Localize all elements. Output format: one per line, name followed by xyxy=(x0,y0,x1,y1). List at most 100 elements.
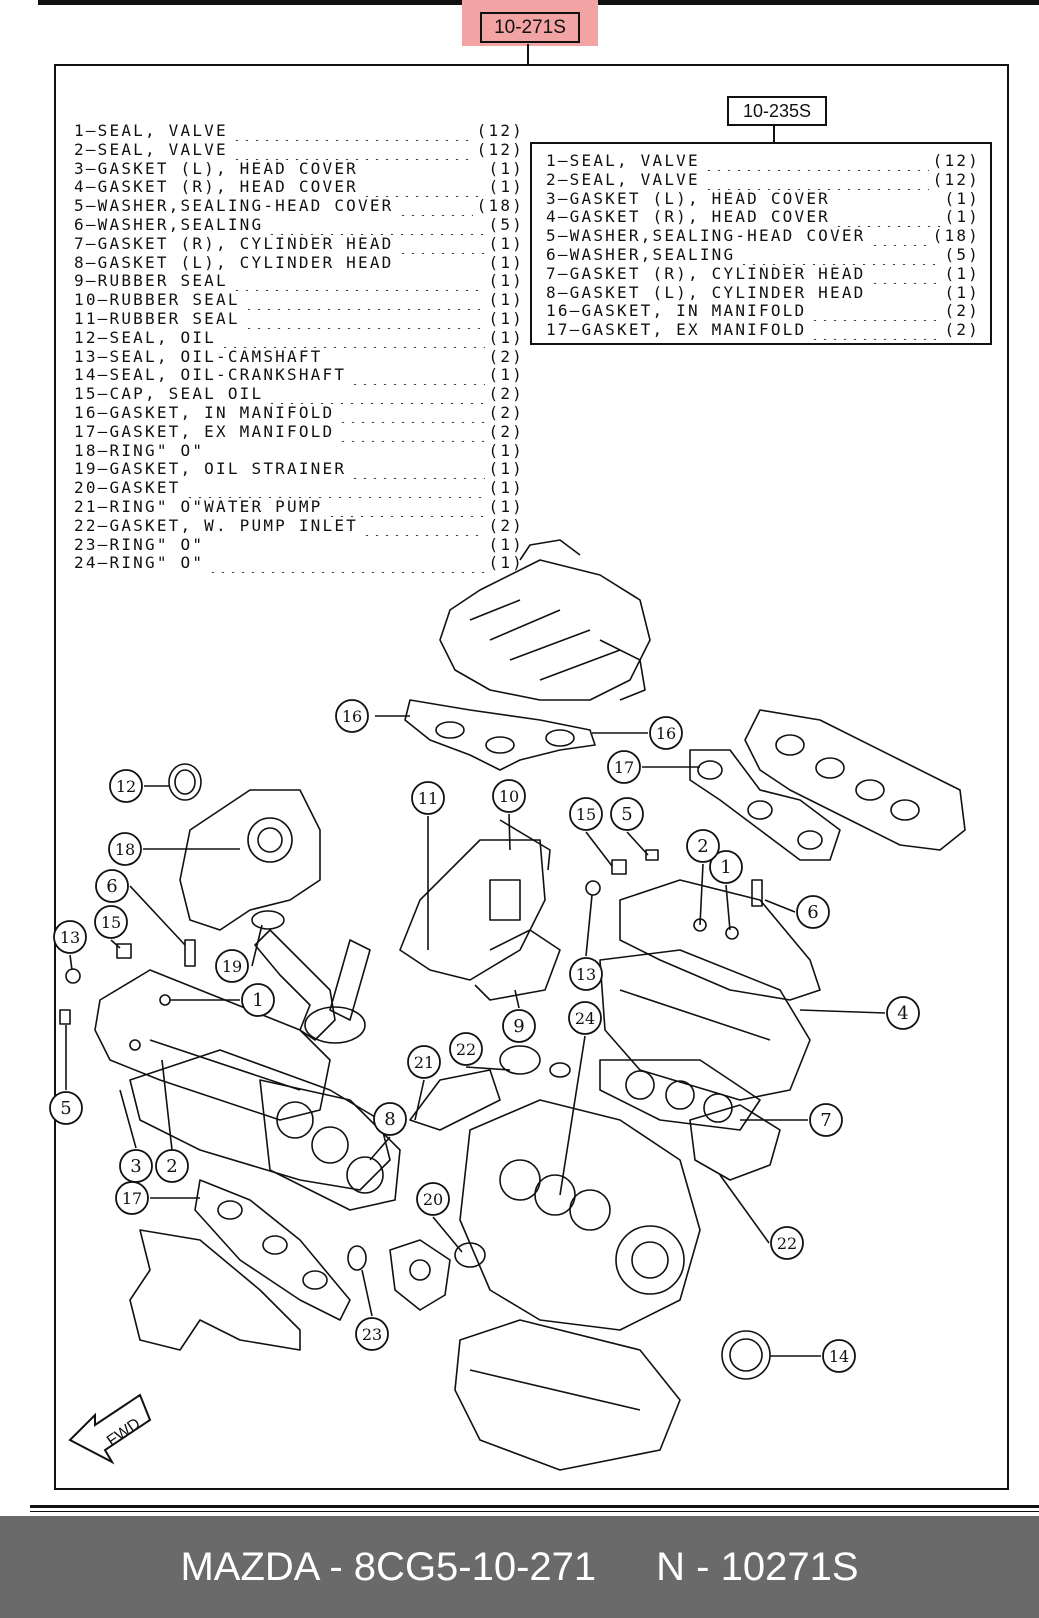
callout-number: 12 xyxy=(116,777,136,796)
callout-circle xyxy=(492,779,526,813)
part-leader-dots xyxy=(350,366,485,386)
exhaust-manifold-right xyxy=(744,709,966,851)
callout-number: 15 xyxy=(101,913,121,932)
part-row: 20—GASKET(1) xyxy=(74,478,524,498)
callout-number: 6 xyxy=(807,902,818,923)
part-label: 21—RING" O"WATER PUMP xyxy=(74,496,323,516)
callout-circle xyxy=(407,1045,441,1079)
subkit-item-leader-dots xyxy=(739,245,941,265)
subkit-item-label: 5—WASHER,SEALING-HEAD COVER xyxy=(546,226,866,246)
part-label: 13—SEAL, OIL-CAMSHAFT xyxy=(74,346,323,366)
callout-22: 22 xyxy=(449,1032,483,1066)
subkit-item-label: 6—WASHER,SEALING xyxy=(546,244,736,264)
part-row: 3—GASKET (L), HEAD COVER (1) xyxy=(74,158,524,179)
part-row: 2—SEAL, VALVE(12) xyxy=(74,139,524,160)
callout-number: 17 xyxy=(122,1189,142,1208)
part-leader-dots xyxy=(208,554,485,574)
part-row: 12—SEAL, OIL (1) xyxy=(74,327,524,348)
callout-24: 24 xyxy=(568,1001,602,1035)
subkit-item-label: 1—SEAL, VALVE xyxy=(546,151,700,170)
callout-9: 9 xyxy=(502,1009,536,1043)
part-row: 10—RUBBER SEAL(1) xyxy=(74,290,524,310)
part-row: 9—RUBBER SEAL(1) xyxy=(74,272,524,292)
part-label: 11—RUBBER SEAL xyxy=(74,308,240,328)
part-leader-dots xyxy=(231,272,485,292)
callout-circle xyxy=(94,905,128,939)
subkit-item-qty: (1) xyxy=(944,207,980,227)
callout-circle xyxy=(115,1181,149,1215)
cylinder-head-right xyxy=(599,949,811,1101)
part-row: 22—GASKET, W. PUMP INLET(2) xyxy=(74,516,524,536)
part-label: 12—SEAL, OIL xyxy=(74,327,216,347)
leader-15-left xyxy=(110,939,121,949)
callout-number: 5 xyxy=(60,1098,71,1119)
part-qty: (1) xyxy=(488,158,524,178)
callout-circle xyxy=(568,1001,602,1035)
subkit-item-row: 5—WASHER,SEALING-HEAD COVER (18) xyxy=(546,226,980,246)
camshaft-seal-right xyxy=(585,880,601,896)
leader-4 xyxy=(799,1009,886,1014)
bottom-rule-thin xyxy=(30,1511,1039,1512)
callout-number: 3 xyxy=(130,1156,141,1177)
part-leader-dots xyxy=(231,140,473,160)
seal-cap-right xyxy=(611,859,627,875)
part-leader-dots xyxy=(208,441,485,461)
subkit-item-leader-dots xyxy=(834,189,941,209)
part-qty: (1) xyxy=(488,233,524,253)
callout-10: 10 xyxy=(492,779,526,813)
part-qty: (1) xyxy=(488,327,524,347)
part-leader-dots xyxy=(338,422,485,442)
callout-number: 6 xyxy=(106,876,117,897)
callout-number: 1 xyxy=(252,990,263,1011)
leader-2-right xyxy=(699,863,704,926)
part-qty: (1) xyxy=(488,177,524,197)
exhaust-manifold-left xyxy=(129,1229,301,1351)
part-row: 5—WASHER,SEALING-HEAD COVER(18) xyxy=(74,196,524,216)
subkit-item-label: 7—GASKET (R), CYLINDER HEAD xyxy=(546,263,866,283)
part-label: 15—CAP, SEAL OIL xyxy=(74,384,264,404)
part-number-stem xyxy=(527,44,529,64)
sealing-washer-5 xyxy=(645,849,659,861)
oil-strainer xyxy=(254,929,371,1044)
exhaust-gasket-left xyxy=(194,1179,351,1321)
fwd-label: FWD xyxy=(104,1415,144,1450)
callout-number: 22 xyxy=(456,1040,476,1059)
callout-circle xyxy=(709,850,743,884)
callout-number: 16 xyxy=(342,707,362,726)
subkit-item-row: 17—GASKET, EX MANIFOLD(2) xyxy=(546,320,980,340)
callout-17: 17 xyxy=(607,750,641,784)
subkit-item-row: 1—SEAL, VALVE(12) xyxy=(546,151,980,171)
bottom-rule xyxy=(30,1505,1039,1508)
callout-circle xyxy=(770,1226,804,1260)
part-leader-dots xyxy=(362,159,485,179)
callout-number: 13 xyxy=(576,965,596,984)
part-leader-dots xyxy=(326,497,485,517)
forward-arrow: FWD xyxy=(68,1393,152,1465)
subkit-item-leader-dots xyxy=(703,170,929,190)
subkit-item-qty: (18) xyxy=(932,226,980,246)
subkit-part-number: 10-235S xyxy=(727,96,827,126)
leader-6-left xyxy=(129,885,186,946)
callout-18: 18 xyxy=(108,832,142,866)
leader-20 xyxy=(432,1216,463,1253)
callout-3: 3 xyxy=(119,1149,153,1183)
part-qty: (2) xyxy=(488,402,524,422)
part-row: 24—RING" O"(1) xyxy=(74,554,524,574)
part-row: 7—GASKET (R), CYLINDER HEAD(1) xyxy=(74,233,524,254)
callout-13: 13 xyxy=(569,957,603,991)
callout-number: 24 xyxy=(575,1009,595,1028)
part-label: 3—GASKET (L), HEAD COVER xyxy=(74,158,358,178)
callout-circle xyxy=(155,1149,189,1183)
callout-circle xyxy=(411,781,445,815)
callout-number: 22 xyxy=(777,1234,797,1253)
part-leader-dots xyxy=(243,291,485,310)
part-label: 19—GASKET, OIL STRAINER xyxy=(74,459,347,479)
subkit-item-label: 2—SEAL, VALVE xyxy=(546,169,700,189)
oil-pump-cover xyxy=(179,789,321,931)
part-label: 20—GASKET xyxy=(74,478,181,498)
callout-circle xyxy=(569,957,603,991)
callout-number: 13 xyxy=(60,928,80,947)
part-label: 5—WASHER,SEALING-HEAD COVER xyxy=(74,196,394,216)
part-qty: (12) xyxy=(476,139,524,159)
callout-number: 2 xyxy=(166,1156,177,1177)
